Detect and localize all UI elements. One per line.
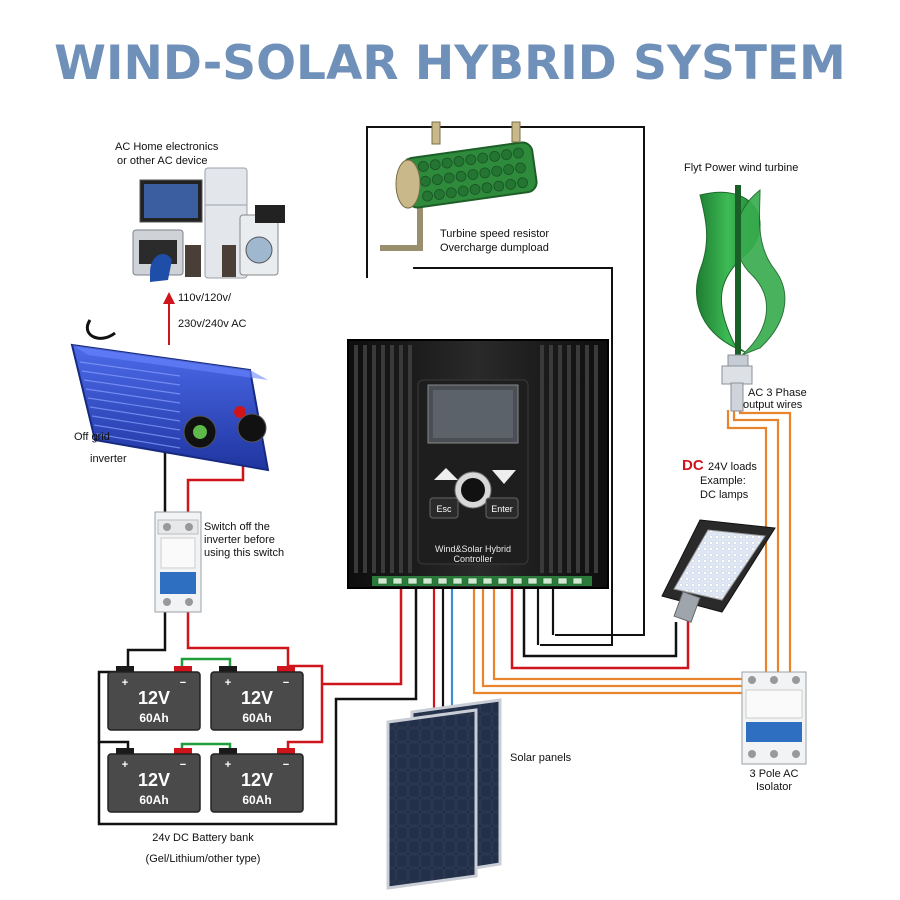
battery-positive-terminal-icon [277, 748, 295, 756]
dc-lamps-label: DC lamps [700, 489, 749, 501]
battery-voltage: 12V [138, 770, 170, 790]
battery-capacity: 60Ah [139, 711, 168, 725]
isolator-toggle-icon[interactable] [746, 722, 802, 742]
isolator-label-line2: Isolator [756, 781, 792, 793]
controller-label-line2: Controller [453, 554, 492, 564]
battery-positive-terminal-icon [174, 748, 192, 756]
dc-loads-label: 24V loads [708, 461, 757, 473]
dc-street-lamp [661, 519, 776, 623]
lamp-led-panel-icon [673, 529, 766, 601]
battery-body-icon [210, 753, 304, 813]
controller-label-line1: Wind&Solar Hybrid [435, 544, 511, 554]
battery-voltage: 12V [241, 688, 273, 708]
dc-example-label: Example: [700, 475, 746, 487]
turbine-generator-icon [727, 354, 749, 368]
vacuum-icon [150, 253, 172, 282]
battery-capacity: 60Ah [139, 793, 168, 807]
isolator-label-line1: 3 Pole AC [750, 768, 799, 780]
battery-minus-symbol: − [283, 759, 289, 771]
battery-body-icon [210, 671, 304, 731]
battery-voltage: 12V [241, 770, 273, 790]
battery-negative-terminal-icon [219, 666, 237, 674]
battery-minus-symbol: − [180, 759, 186, 771]
power-cord-icon [86, 319, 116, 340]
enter-button-label: Enter [491, 504, 513, 514]
battery-minus-symbol: − [180, 677, 186, 689]
inverter-label-line2: inverter [90, 453, 127, 465]
battery-positive-terminal-icon [174, 666, 192, 674]
battery-plus-symbol: + [122, 759, 128, 771]
solar-panels-label: Solar panels [510, 752, 572, 764]
battery-negative-terminal-icon [116, 748, 134, 756]
dump-load-resistor [380, 121, 538, 251]
inverter-fan-icon-2 [237, 413, 267, 443]
battery-capacity: 60Ah [242, 711, 271, 725]
voltage-label-line1: 110v/120v/ [178, 292, 232, 304]
inverter-terminal-icon [234, 406, 246, 418]
off-grid-inverter [70, 319, 270, 472]
ac-home-label-line1: AC Home electronics [115, 141, 219, 153]
ac-home-label-line2: or other AC device [117, 155, 208, 167]
dc-prefix-label: DC [682, 457, 704, 474]
wind-turbine-label: Flyt Power wind turbine [684, 162, 798, 174]
down-arrow-button[interactable] [492, 470, 516, 484]
solar-panels [386, 698, 502, 890]
battery-3: + −12V 60Ah [107, 748, 201, 813]
hybrid-controller: Esc Enter Wind&Solar Hybrid Controller [347, 339, 609, 589]
battery-capacity: 60Ah [242, 793, 271, 807]
battery-plus-symbol: + [225, 759, 231, 771]
esc-button[interactable] [429, 497, 459, 519]
inverter-label-line1: Off grid [74, 431, 110, 443]
ac-home-devices [132, 167, 285, 282]
battery-positive-terminal-icon [277, 666, 295, 674]
solar-panel-icon-2 [386, 708, 478, 890]
lamp-mount-icon [673, 591, 701, 623]
battery-minus-symbol: − [283, 677, 289, 689]
enter-button[interactable] [485, 497, 519, 519]
up-arrow-button[interactable] [434, 468, 458, 480]
battery-body-icon [107, 671, 201, 731]
resistor-label-line2: Overcharge dumpload [440, 242, 549, 254]
output-wires-label-line1: AC 3 Phase [748, 387, 807, 399]
voltage-label-line2: 230v/240v AC [178, 318, 247, 330]
battery-negative-terminal-icon [116, 666, 134, 674]
battery-body-icon [107, 753, 201, 813]
battery-2: + −12V 60Ah [210, 666, 304, 731]
battery-4: + −12V 60Ah [210, 748, 304, 813]
battery-voltage: 12V [138, 688, 170, 708]
ac-isolator[interactable] [741, 671, 807, 765]
resistor-label-line1: Turbine speed resistor [440, 228, 549, 240]
battery-bank-label: 24v DC Battery bank [152, 832, 254, 844]
dc-breaker[interactable] [154, 511, 202, 613]
wind-turbine [696, 185, 786, 412]
switch-label-line3: using this switch [204, 547, 284, 559]
turbine-blade-icon-2 [735, 188, 786, 356]
switch-label-line2: inverter before [204, 534, 275, 546]
terminal-block [372, 576, 592, 586]
battery-plus-symbol: + [225, 677, 231, 689]
battery-1: + −12V 60Ah [107, 666, 201, 731]
battery-negative-terminal-icon [219, 748, 237, 756]
speaker-icon [185, 245, 201, 277]
esc-button-label: Esc [436, 504, 452, 514]
switch-label-line1: Switch off the [204, 521, 270, 533]
battery-type-label: (Gel/Lithium/other type) [146, 853, 261, 865]
page-title: WIND-SOLAR HYBRID SYSTEM [54, 36, 846, 91]
output-wires-label-line2: output wires [743, 399, 803, 411]
battery-plus-symbol: + [122, 677, 128, 689]
breaker-toggle-icon[interactable] [160, 572, 196, 594]
